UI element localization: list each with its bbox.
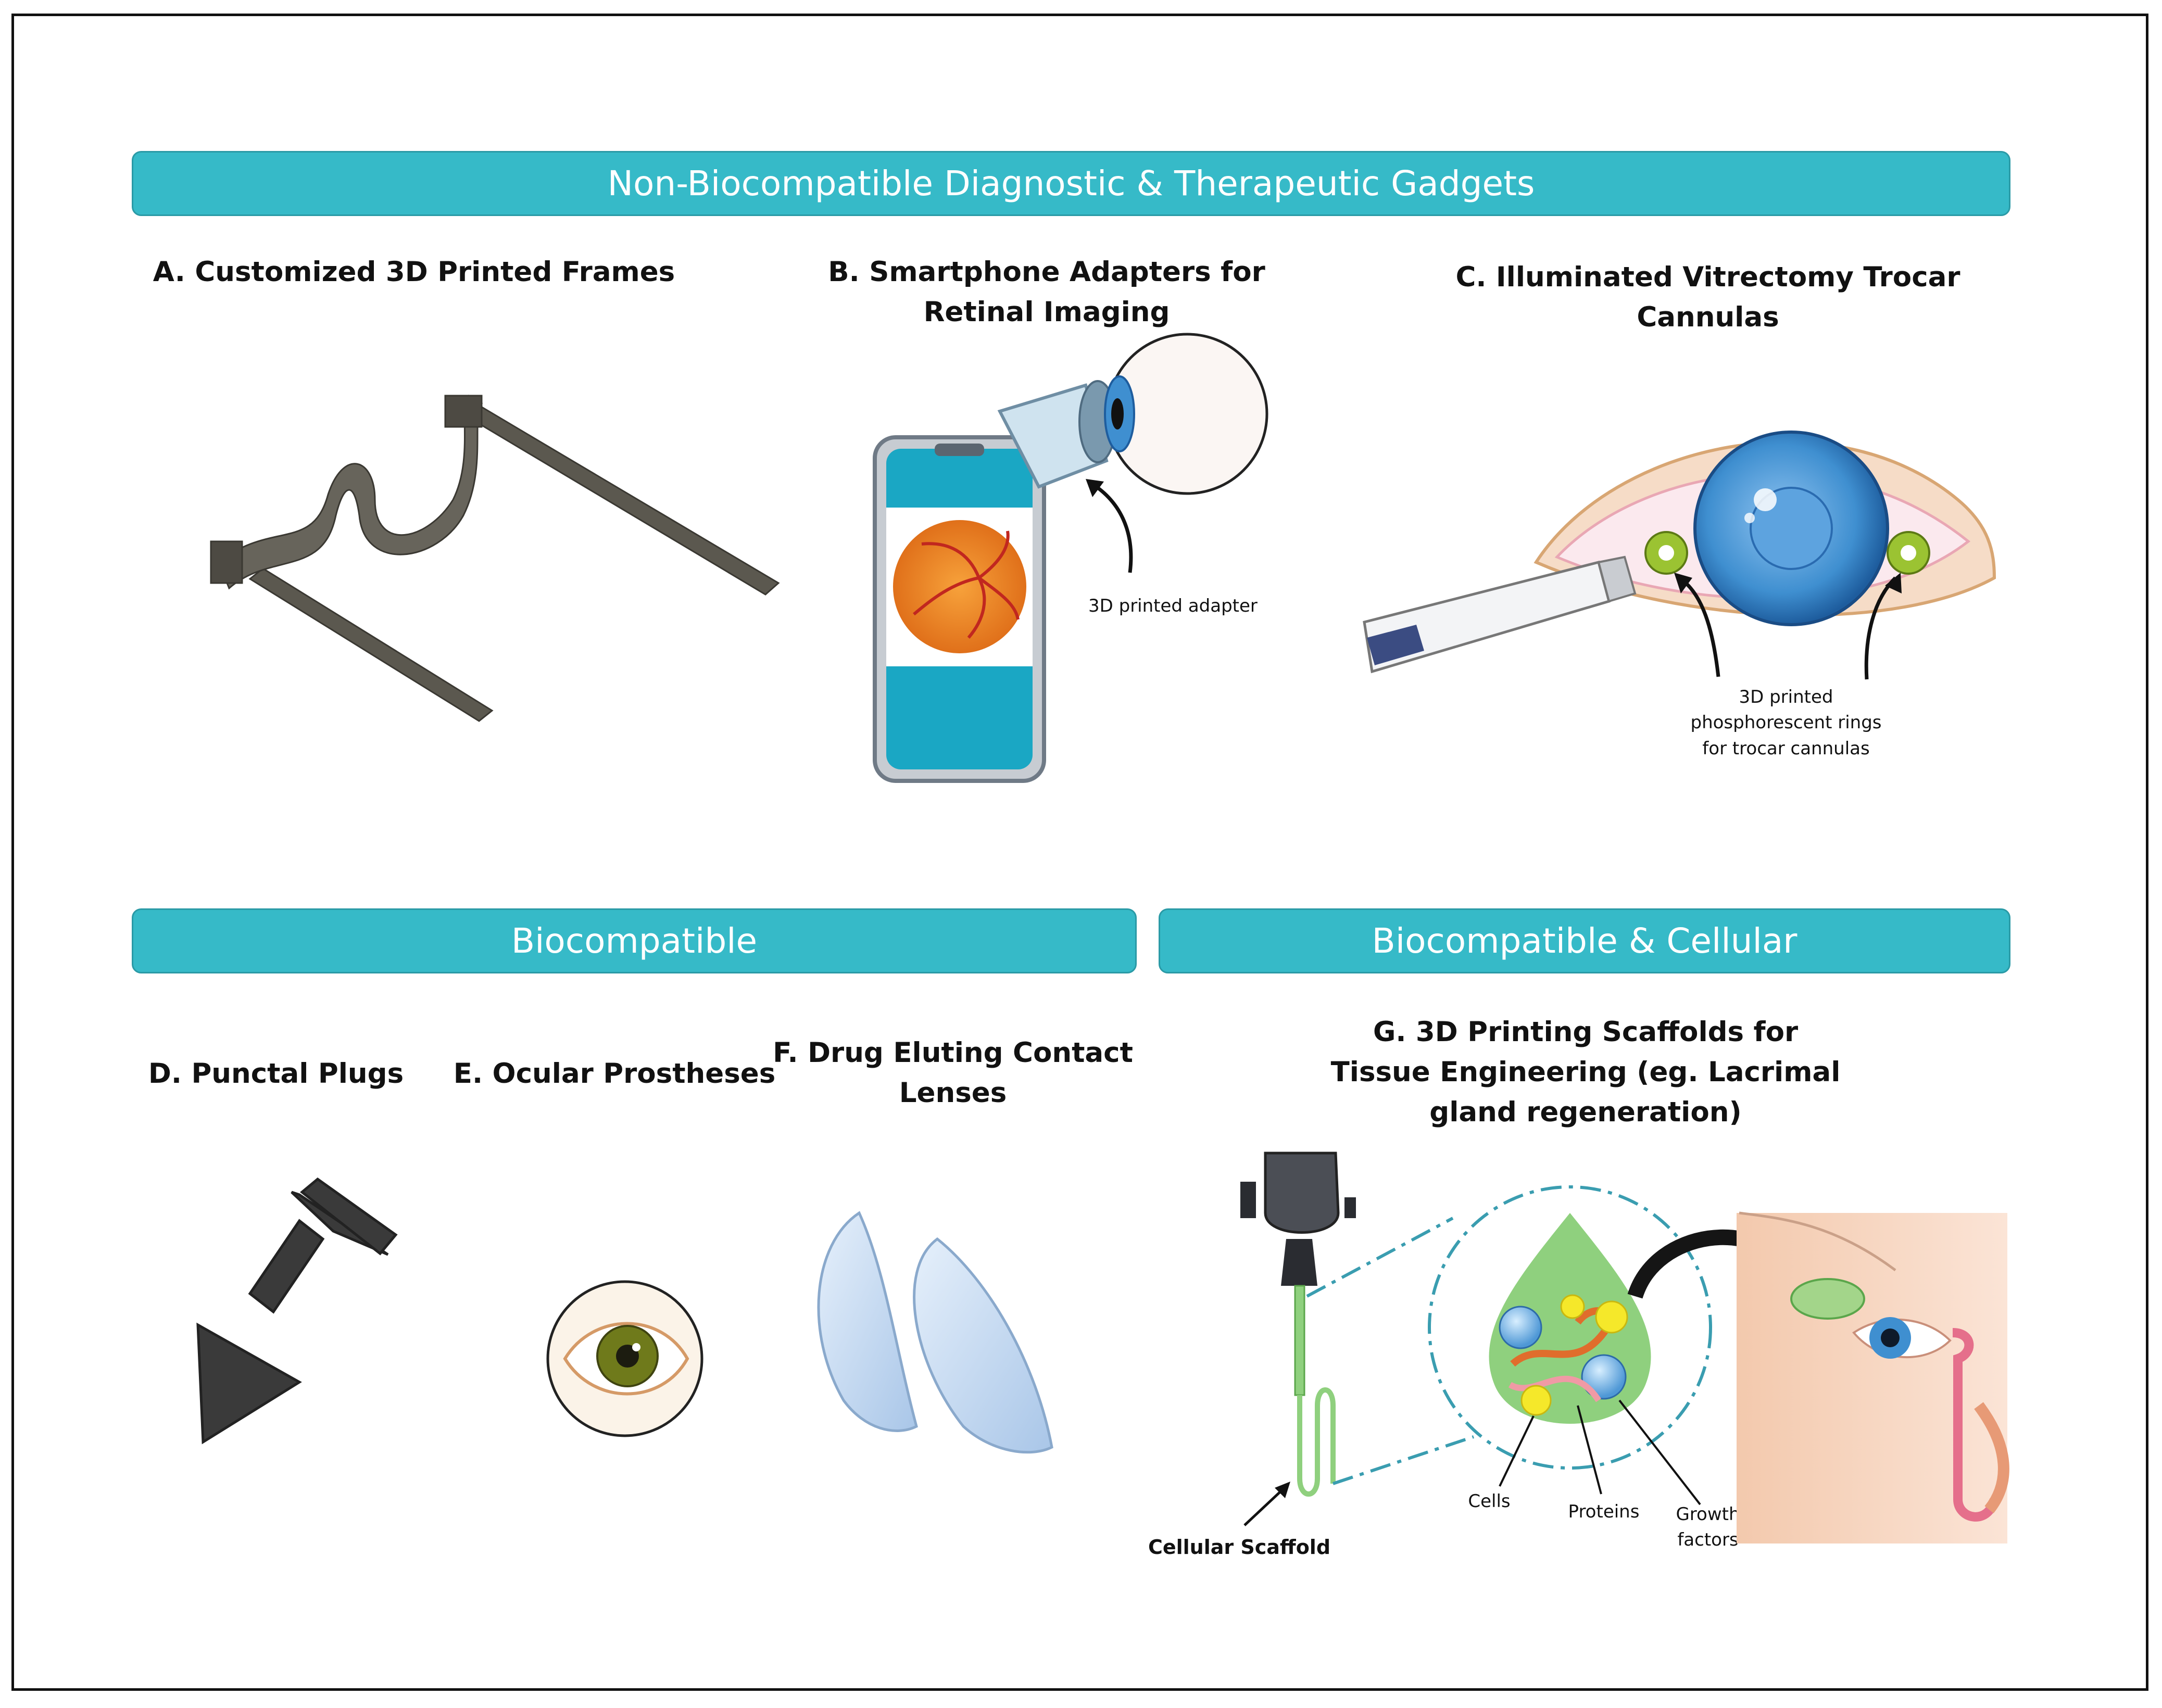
bioink-droplet-icon <box>1489 1213 1651 1424</box>
cell-icon <box>1520 1385 1552 1416</box>
panel-c-title-line2: Cannulas <box>1637 301 1779 333</box>
panel-c-title: C. Illuminated Vitrectomy Trocar Cannula… <box>1396 258 2020 338</box>
contact-lens-icon <box>817 1211 1053 1454</box>
scaffold-pointer-arrow <box>1243 1485 1287 1526</box>
panel-c-title-line1: C. Illuminated Vitrectomy Trocar <box>1455 261 1960 293</box>
growth-factors-label-line2: factors <box>1677 1529 1739 1551</box>
banner-biocompatible-cellular: Biocompatible & Cellular <box>1159 908 2010 973</box>
banner-non-biocompatible: Non-Biocompatible Diagnostic & Therapeut… <box>132 151 2010 216</box>
trocar-ring-left-icon <box>1644 531 1688 575</box>
cellular-scaffold-label: Cellular Scaffold <box>1148 1536 1331 1559</box>
rings-label-line3: for trocar cannulas <box>1702 738 1870 759</box>
panel-a-title: A. Customized 3D Printed Frames <box>153 256 675 288</box>
panel-g-title-line3: gland regeneration) <box>1429 1096 1742 1128</box>
panel-f-title-line2: Lenses <box>899 1077 1007 1109</box>
panel-f-title: F. Drug Eluting Contact Lenses <box>771 1033 1135 1114</box>
panel-b-title-line2: Retinal Imaging <box>923 296 1170 328</box>
proteins-label: Proteins <box>1568 1501 1640 1522</box>
growth-factors-label: Growth factors <box>1645 1502 1770 1553</box>
rings-label: 3D printed phosphorescent rings for troc… <box>1635 685 1937 762</box>
growth-factors-label-line1: Growth <box>1676 1504 1740 1525</box>
panel-g-title-line2: Tissue Engineering (eg. Lacrimal <box>1330 1056 1841 1088</box>
panel-f-title-line1: F. Drug Eluting Contact <box>773 1037 1133 1069</box>
panel-g-title-line1: G. 3D Printing Scaffolds for <box>1373 1016 1799 1048</box>
figure-border <box>11 14 2148 1691</box>
panel-e-title: E. Ocular Prostheses <box>453 1058 776 1090</box>
eyeball-icon <box>1104 333 1268 495</box>
retina-fundus-icon <box>893 520 1026 653</box>
smartphone-icon <box>873 435 1046 783</box>
adapter-pointer-arrow <box>1087 479 1133 573</box>
punctal-plug-icon <box>196 1177 398 1445</box>
scaffold-strand <box>1297 1387 1336 1497</box>
cells-label: Cells <box>1468 1491 1511 1512</box>
panel-d-title: D. Punctal Plugs <box>148 1058 404 1090</box>
ocular-prosthesis-icon <box>546 1280 703 1437</box>
bioprinter-icon <box>1240 1152 1356 1497</box>
rings-label-line2: phosphorescent rings <box>1690 712 1882 733</box>
panel-b-title-line1: B. Smartphone Adapters for <box>828 256 1265 288</box>
trocar-ring-right-icon <box>1887 531 1930 575</box>
instrument-icon <box>1363 555 1637 674</box>
banner-biocompatible: Biocompatible <box>132 908 1137 973</box>
eye-surgery-icon <box>1533 431 1996 626</box>
rings-label-line1: 3D printed <box>1739 687 1833 707</box>
zoom-lines <box>1306 1185 1712 1485</box>
lacrimal-gland-icon <box>1790 1278 1865 1320</box>
eyeglass-frame-icon <box>210 395 780 722</box>
panel-b-title: B. Smartphone Adapters for Retinal Imagi… <box>734 252 1359 333</box>
panel-g-title: G. 3D Printing Scaffolds for Tissue Engi… <box>1260 1013 1911 1133</box>
face-icon <box>1737 1211 2009 1543</box>
adapter-label: 3D printed adapter <box>1088 596 1258 616</box>
